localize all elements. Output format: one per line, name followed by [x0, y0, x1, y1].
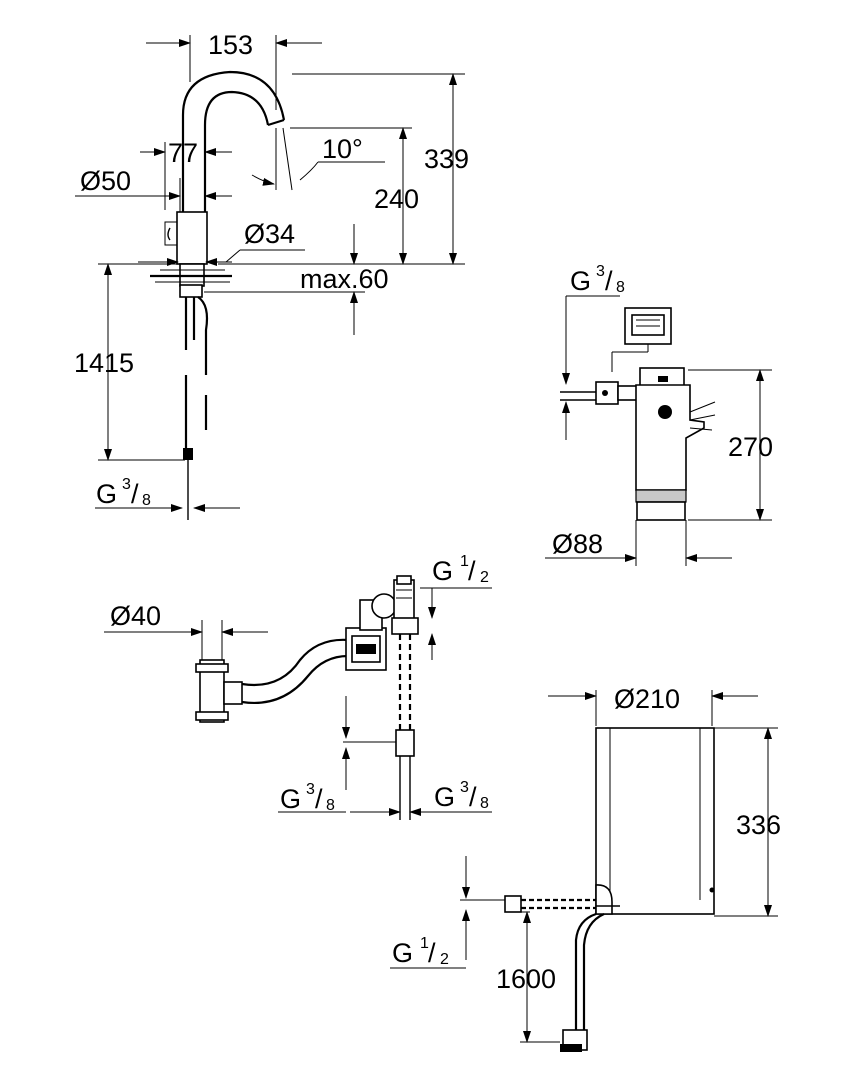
- boiler-drawing: Ø210 336 G 1 / 2 1600: [390, 684, 781, 1052]
- dim-spout-height: 339: [424, 144, 469, 174]
- thread-label-faucet-hose: G 3 / 8: [96, 476, 151, 509]
- boiler-tank: [595, 727, 715, 915]
- svg-text:/: /: [468, 556, 476, 586]
- svg-text:G: G: [434, 782, 455, 812]
- dim-base-diameter: Ø50: [80, 166, 131, 196]
- faucet-body: [176, 211, 208, 265]
- faucet-spout: [181, 70, 286, 215]
- thread-label-valve-left: G 3 / 8: [280, 781, 335, 814]
- svg-text:G: G: [96, 479, 117, 509]
- svg-text:/: /: [469, 782, 477, 812]
- dim-filter-height: 270: [728, 432, 773, 462]
- dim-max-thickness: max.60: [300, 264, 389, 294]
- svg-text:8: 8: [616, 279, 625, 296]
- svg-text:1: 1: [460, 553, 469, 570]
- dim-boiler-height: 336: [736, 810, 781, 840]
- dim-spout-reach: 153: [208, 30, 253, 60]
- svg-text:2: 2: [440, 951, 449, 968]
- svg-text:1: 1: [420, 935, 429, 952]
- dim-filter-diameter: Ø88: [552, 529, 603, 559]
- svg-text:3: 3: [306, 781, 315, 798]
- tee-valve-drawing: Ø40 G 1 / 2: [104, 553, 492, 820]
- filter-drawing: G 3 / 8 270 Ø88: [545, 263, 773, 566]
- dim-spout-angle: 10°: [322, 134, 363, 164]
- dim-cable-length: 1600: [496, 964, 556, 994]
- dim-base-spacing: 77: [168, 138, 198, 168]
- svg-text:3: 3: [460, 779, 469, 796]
- svg-text:/: /: [428, 938, 436, 968]
- svg-text:G: G: [432, 556, 453, 586]
- svg-text:8: 8: [142, 492, 151, 509]
- svg-text:8: 8: [326, 797, 335, 814]
- svg-text:/: /: [605, 266, 613, 296]
- thread-label-valve-inlet: G 1 / 2: [432, 553, 489, 586]
- dim-hole-diameter: Ø34: [244, 219, 295, 249]
- svg-text:G: G: [392, 938, 413, 968]
- dim-hose-length: 1415: [74, 348, 134, 378]
- dim-boiler-diameter: Ø210: [614, 684, 680, 714]
- thread-label-filter: G 3 / 8: [570, 263, 625, 296]
- thread-label-boiler: G 1 / 2: [392, 935, 449, 968]
- filter-body: [635, 384, 705, 491]
- svg-text:3: 3: [122, 476, 131, 493]
- svg-text:3: 3: [596, 263, 605, 280]
- svg-text:8: 8: [480, 795, 489, 812]
- faucet-drawing: 153 339 240 10° 77 Ø50 Ø34: [74, 30, 469, 520]
- svg-text:/: /: [131, 479, 139, 509]
- svg-text:2: 2: [480, 569, 489, 586]
- dim-outlet-height: 240: [374, 184, 419, 214]
- thread-label-valve-right: G 3 / 8: [434, 779, 489, 812]
- dim-tee-diameter: Ø40: [110, 601, 161, 631]
- svg-text:G: G: [570, 266, 591, 296]
- svg-text:G: G: [280, 784, 301, 814]
- svg-text:/: /: [315, 784, 323, 814]
